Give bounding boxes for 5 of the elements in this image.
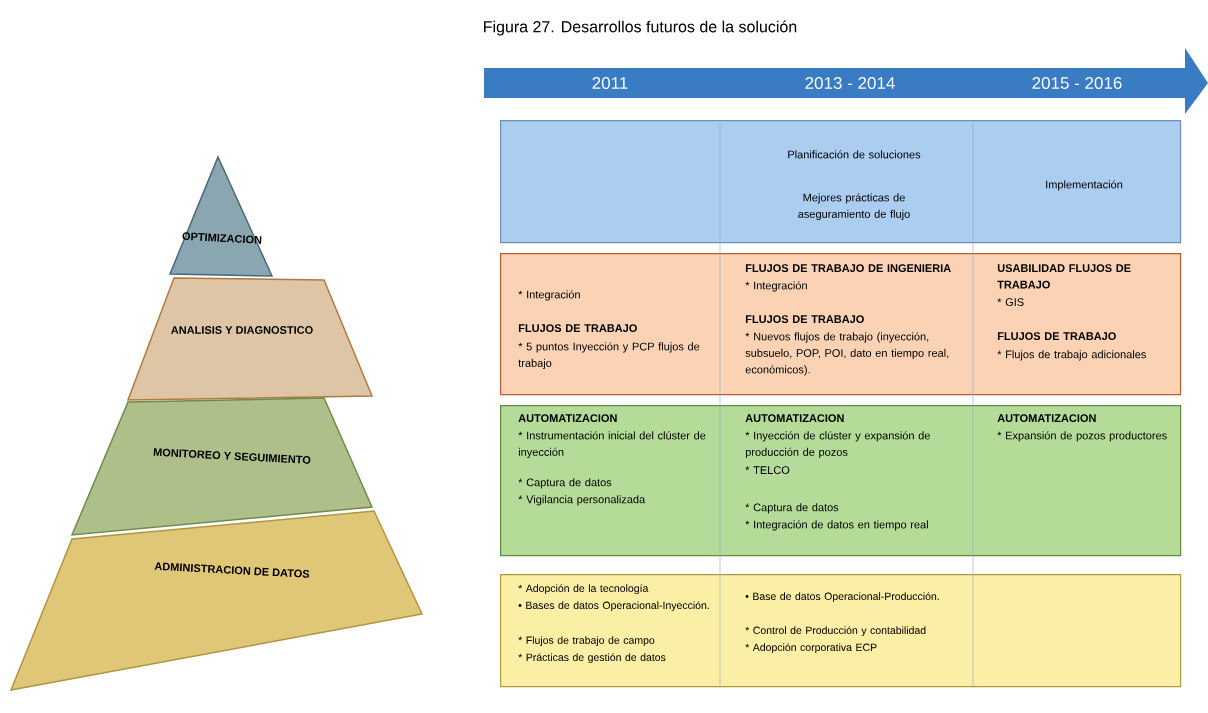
timeline-band: * Adopción de la tecnología • Bases de datos Operacional-Inyección. * Flujos de trabajo de campo * Prácticas de gestión de datos • Base de datos Operacional-Producción. * Control de Producción y contabilidad * Adopción corporativa ECP <box>500 574 1182 688</box>
timeline-band: Planificación de soluciones Mejores prácticas de aseguramiento de flujo Implementación <box>500 120 1182 244</box>
timeline-band: * Integración FLUJOS DE TRABAJO * 5 puntos Inyección y PCP flujos de trabajo FLUJOS DE TRABAJO DE INGENIERIA * Integración FLUJOS DE TRABAJO * Nuevos flujos de trabajo (inyección, subsuelo, POP, POI, dato en tiempo real, económicos). USABILIDAD FLUJOS DE TRABAJO * GIS FLUJOS DE TRABAJO * Flujos de trabajo adicionales <box>500 253 1182 396</box>
timeline-band: AUTOMATIZACION * Instrumentación inicial del clúster de inyección * Captura de datos * Vigilancia personalizada AUTOMATIZACION * Inyección de clúster y expansión de producción de pozos * TELCO * Captura de datos * Integración de datos en tiempo real AUTOMATIZACION * Expansión de pozos productores <box>500 405 1182 557</box>
figure-title: Figura 27. Desarrollos futuros de la solución <box>484 20 797 36</box>
